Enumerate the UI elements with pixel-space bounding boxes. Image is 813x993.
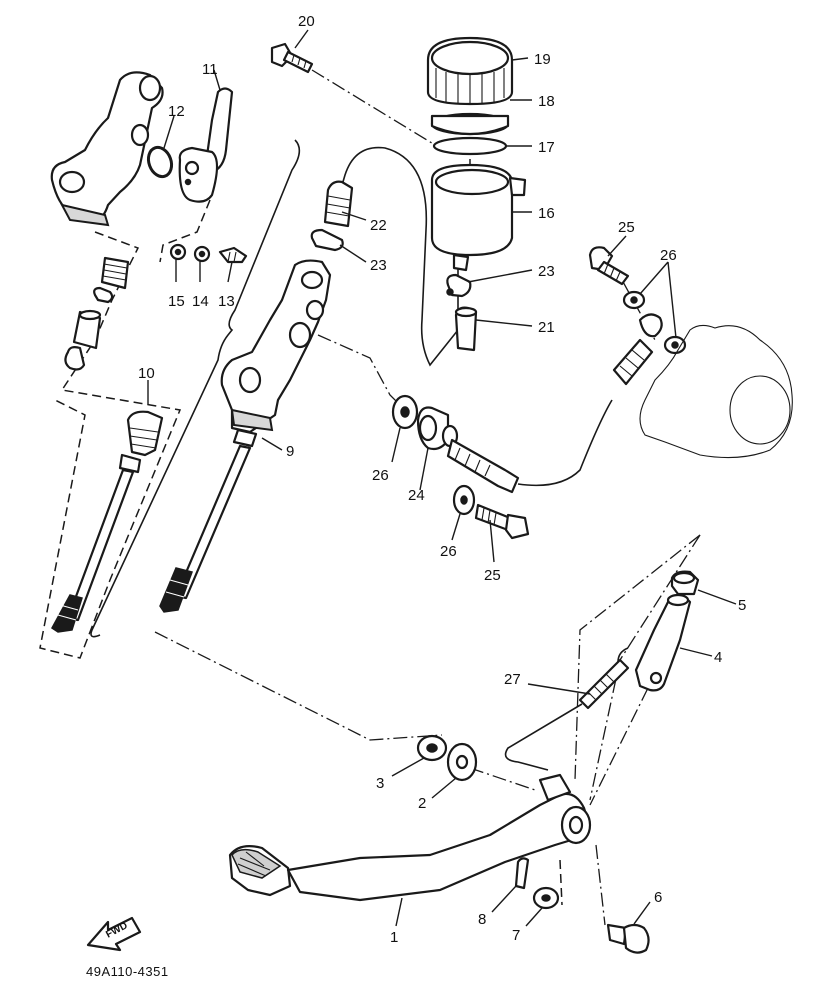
part-25-union-bolt-b	[474, 503, 530, 540]
callout-16: 16	[538, 205, 555, 222]
part-5-nut	[670, 570, 700, 596]
callout-15: 15	[168, 293, 185, 310]
callout-24: 24	[408, 487, 425, 504]
callout-21: 21	[538, 319, 555, 336]
part-15-washer	[169, 243, 187, 261]
callout-18: 18	[538, 93, 555, 110]
part-6-pivot-bolt	[606, 923, 650, 954]
part-12-o-ring	[146, 145, 174, 179]
callout-19: 19	[534, 51, 551, 68]
leader-lines	[147, 29, 737, 927]
part-26-gasket-c	[622, 290, 687, 355]
callout-10: 10	[138, 365, 155, 382]
callout-25-b: 25	[484, 567, 501, 584]
callout-25-a: 25	[618, 219, 635, 236]
part-13-bolt	[218, 246, 248, 264]
part-1-brake-pedal	[228, 773, 592, 902]
assembly-lines	[39, 69, 701, 926]
callout-20: 20	[298, 13, 315, 30]
caliper-piston	[729, 375, 791, 445]
callout-3: 3	[376, 775, 384, 792]
callout-23-b: 23	[538, 263, 555, 280]
brake-caliper-outline	[639, 324, 793, 459]
callout-26-c: 26	[440, 543, 457, 560]
part-27-return-spring	[504, 647, 630, 771]
part-10-push-rod-assembly	[51, 410, 164, 633]
part-22-hose-joint	[323, 180, 354, 228]
part-11-hose-elbow	[178, 87, 234, 203]
callout-17: 17	[538, 139, 555, 156]
part-7-washer	[532, 886, 560, 910]
callout-13: 13	[218, 293, 235, 310]
callout-9: 9	[286, 443, 294, 460]
callout-7: 7	[512, 927, 520, 944]
callout-8: 8	[478, 911, 486, 928]
part-8-cotter-pin	[514, 857, 530, 890]
part-2-washer	[446, 742, 478, 782]
reservoir-assembly	[426, 36, 527, 272]
callout-11: 11	[202, 61, 218, 78]
part-9-rear-master-cylinder	[159, 259, 332, 613]
part-23-hose-clip-b	[446, 273, 472, 298]
drawing-code: 49A110-4351	[86, 964, 169, 979]
callout-27: 27	[504, 671, 521, 688]
callout-4: 4	[714, 649, 722, 666]
part-25-union-bolt-a	[588, 246, 630, 286]
part-17-diaphragm	[432, 136, 508, 156]
part-20-bolt	[270, 42, 314, 74]
callout-1: 1	[390, 929, 398, 946]
hose-end-fitting-right	[612, 313, 663, 386]
callout-26-b: 26	[372, 467, 389, 484]
callout-23-a: 23	[370, 257, 387, 274]
cylinder-body-upper-left	[50, 71, 164, 227]
forward-direction-arrow: FWD	[86, 916, 142, 952]
part-26-gasket-a	[391, 394, 419, 430]
part-4-brake-rod-joint	[634, 593, 692, 692]
part-14-nut	[193, 245, 211, 263]
part-21-hose-joint	[454, 306, 478, 352]
part-26-gasket-b	[452, 484, 476, 516]
part-24-union-bolt	[416, 406, 520, 494]
callout-22: 22	[370, 217, 387, 234]
part-16-reservoir-tank	[430, 163, 527, 272]
callout-2: 2	[418, 795, 426, 812]
part-19-reservoir-cap	[426, 36, 514, 106]
callout-12: 12	[168, 103, 185, 120]
part-18-plate	[430, 112, 510, 136]
callout-numbers: 20 19 18 17 16 11 12 22 23 23 21 25 26 1…	[138, 13, 746, 946]
section-break-line	[90, 139, 301, 638]
callout-6: 6	[654, 889, 662, 906]
part-3-circlip	[416, 734, 448, 762]
callout-5: 5	[738, 597, 746, 614]
part-23-hose-clip-a	[310, 228, 344, 252]
callout-26-a: 26	[660, 247, 677, 264]
cylinder-internal-parts	[64, 256, 130, 371]
callout-14: 14	[192, 293, 209, 310]
